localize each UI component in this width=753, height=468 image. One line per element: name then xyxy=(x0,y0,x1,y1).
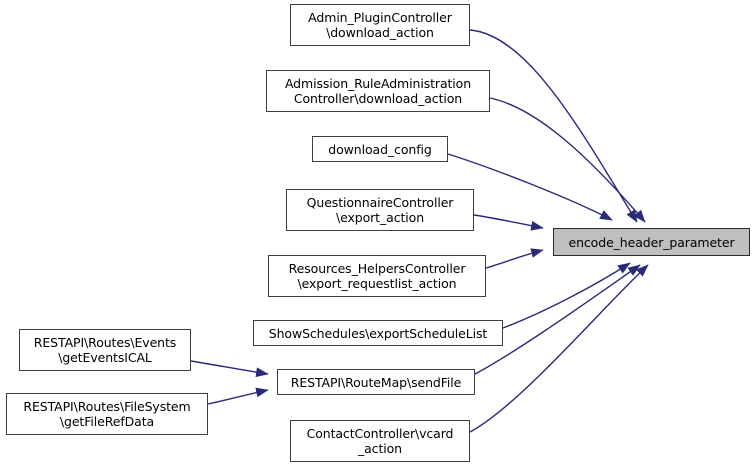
edge-questionnaire-to-encode xyxy=(473,214,544,231)
node-download-config[interactable]: download_config xyxy=(312,136,448,162)
node-label: RESTAPI\Routes\FileSystem \getFileRefDat… xyxy=(23,399,191,429)
node-label: encode_header_parameter xyxy=(568,234,735,250)
node-admin-plugin-controller-download-action[interactable]: Admin_PluginController \download_action xyxy=(290,4,470,46)
node-label: Resources_HelpersController \export_requ… xyxy=(288,261,466,291)
edge-filesystem-to-sendfile xyxy=(207,387,269,405)
node-label: ShowSchedules\exportScheduleList xyxy=(268,325,488,341)
node-contactcontroller-vcard-action[interactable]: ContactController\vcard _action xyxy=(290,420,470,462)
edge-admin-plugin-to-encode xyxy=(469,29,638,223)
edge-admission-rule-to-encode xyxy=(489,97,646,223)
node-restapi-routes-events-geteventsical[interactable]: RESTAPI\Routes\Events \getEventsICAL xyxy=(19,329,191,371)
node-label: ContactController\vcard _action xyxy=(306,426,454,456)
node-admission-ruleadministration-controller-download-action[interactable]: Admission_RuleAdministration Controller\… xyxy=(266,70,490,112)
node-label: RESTAPI\Routes\Events \getEventsICAL xyxy=(33,335,177,365)
node-questionnaire-controller-export-action[interactable]: QuestionnaireController \export_action xyxy=(286,189,474,231)
node-restapi-routemap-sendfile[interactable]: RESTAPI\RouteMap\sendFile xyxy=(277,369,475,395)
edge-showschedules-to-encode xyxy=(502,262,631,329)
node-showschedules-exportschedulelist[interactable]: ShowSchedules\exportScheduleList xyxy=(253,320,503,346)
edge-contactcontroller-to-encode xyxy=(469,264,649,433)
edge-resources-helpers-to-encode xyxy=(485,248,544,269)
node-encode-header-parameter[interactable]: encode_header_parameter xyxy=(553,228,750,256)
node-restapi-routes-filesystem-getfilerefdata[interactable]: RESTAPI\Routes\FileSystem \getFileRefDat… xyxy=(6,393,208,435)
node-label: QuestionnaireController \export_action xyxy=(306,195,454,225)
node-label: download_config xyxy=(328,141,432,157)
node-label: Admission_RuleAdministration Controller\… xyxy=(284,76,472,106)
node-label: Admin_PluginController \download_action xyxy=(308,10,452,40)
node-resources-helperscontroller-export-requestlist-action[interactable]: Resources_HelpersController \export_requ… xyxy=(268,255,486,297)
node-label: RESTAPI\RouteMap\sendFile xyxy=(290,374,462,390)
edge-events-to-sendfile xyxy=(190,360,269,378)
